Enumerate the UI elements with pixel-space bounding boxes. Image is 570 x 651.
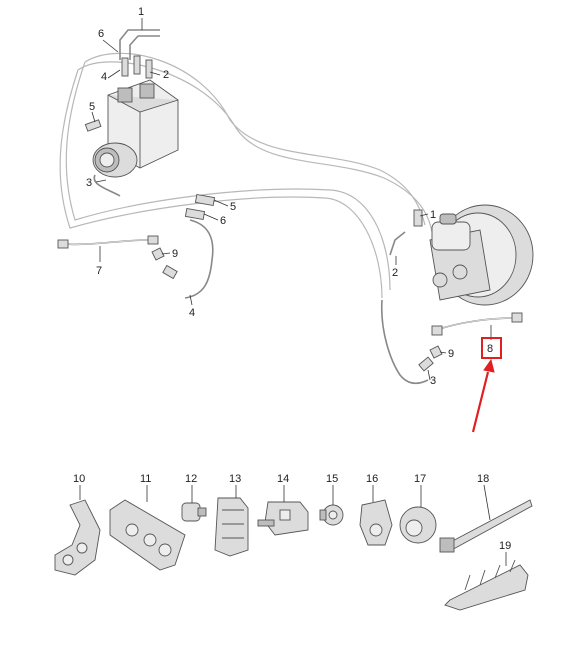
label-clip-left: 9 [172, 248, 178, 260]
part-12-clip [181, 502, 207, 522]
label-clip-right: 9 [448, 348, 454, 360]
label-hose-left: 7 [96, 265, 102, 277]
label-abs-pipe-top: 1 [138, 6, 144, 18]
label-pipe-left-bottom: 4 [189, 307, 195, 319]
label-part-12: 12 [185, 473, 197, 485]
part-16-clip [359, 499, 393, 546]
part-labels: 1 2 3 4 5 6 5 6 7 9 4 1 2 8 9 3 10 11 12… [73, 6, 511, 552]
label-part-15: 15 [326, 473, 338, 485]
brake-booster [413, 204, 534, 306]
highlight-part-8 [471, 337, 502, 433]
label-part-17: 17 [414, 473, 426, 485]
label-part-19: 19 [499, 540, 511, 552]
right-brake-pipes [380, 231, 523, 385]
label-bolt-mid: 5 [230, 201, 236, 213]
left-brake-hose [57, 219, 214, 299]
part-10-holder [54, 499, 101, 576]
label-booster-pipe-1: 1 [430, 209, 436, 221]
highlight-arrow-head [483, 358, 495, 373]
label-part-11: 11 [140, 473, 151, 485]
part-17-clip [399, 506, 437, 544]
fittings-near-abs [84, 119, 216, 221]
part-18-cable-tie [439, 499, 533, 553]
label-abs-nut-left: 4 [101, 71, 107, 83]
abs-unit [92, 29, 179, 197]
label-pipe-right-bottom: 3 [430, 375, 436, 387]
brake-line-routing [59, 52, 433, 299]
part-11-holder [109, 499, 186, 571]
label-part-16: 16 [366, 473, 378, 485]
label-abs-bolt: 5 [89, 101, 95, 113]
label-abs-pipe-left: 3 [86, 177, 92, 189]
label-abs-nut-right: 2 [163, 69, 169, 81]
part-14-holder [257, 501, 309, 536]
label-nut-mid: 6 [220, 215, 226, 227]
highlight-arrow-shaft [471, 371, 490, 433]
label-part-10: 10 [73, 473, 85, 485]
part-15-clip [319, 504, 344, 526]
highlight-box [481, 337, 502, 359]
part-13-holder [214, 497, 249, 557]
label-part-13: 13 [229, 473, 241, 485]
label-part-14: 14 [277, 473, 289, 485]
part-19-holder [444, 559, 529, 611]
label-booster-pipe-2: 2 [392, 267, 398, 279]
label-part-18: 18 [477, 473, 489, 485]
label-abs-nut-top: 6 [98, 28, 104, 40]
label-hose-right: 8 [487, 343, 493, 355]
